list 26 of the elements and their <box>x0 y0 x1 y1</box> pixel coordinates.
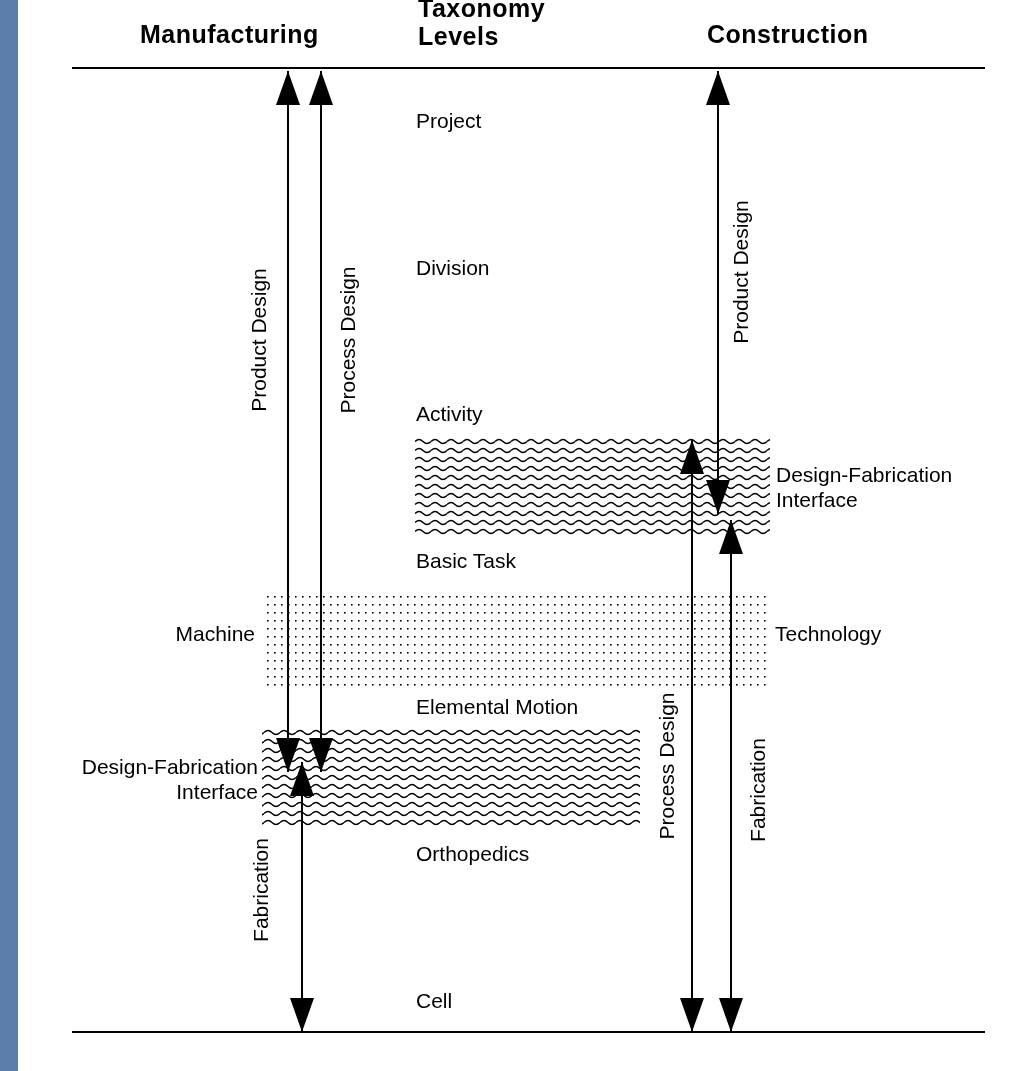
double-headed-arrow <box>706 70 730 515</box>
level-label: Project <box>416 108 482 133</box>
double-headed-arrow <box>680 439 704 1033</box>
column-heading: Manufacturing <box>140 20 319 48</box>
band-label: Machine <box>175 621 255 646</box>
double-headed-arrow <box>276 70 300 773</box>
level-label: Orthopedics <box>416 841 530 866</box>
level-label: Elemental Motion <box>416 694 579 719</box>
edge-label: Fabrication <box>744 738 770 842</box>
band-label: Technology <box>775 621 882 646</box>
edge-label: Fabrication <box>247 838 273 942</box>
level-label: Basic Task <box>416 548 516 573</box>
double-headed-arrow <box>290 761 314 1033</box>
level-label: Activity <box>416 401 483 426</box>
column-heading: Taxonomy Levels <box>418 0 547 50</box>
double-headed-arrow <box>719 519 743 1033</box>
column-heading: Construction <box>707 20 869 48</box>
edge-label: Process Design <box>653 692 679 840</box>
level-label: Division <box>416 255 490 280</box>
band-label: Design-Fabrication Interface <box>776 462 954 512</box>
edge-label: Process Design <box>334 266 360 414</box>
band-label: Design-Fabrication Interface <box>80 754 258 804</box>
edge-label: Product Design <box>727 200 753 344</box>
edge-label: Product Design <box>245 268 271 412</box>
double-headed-arrow <box>309 70 333 773</box>
level-label: Cell <box>416 988 453 1013</box>
